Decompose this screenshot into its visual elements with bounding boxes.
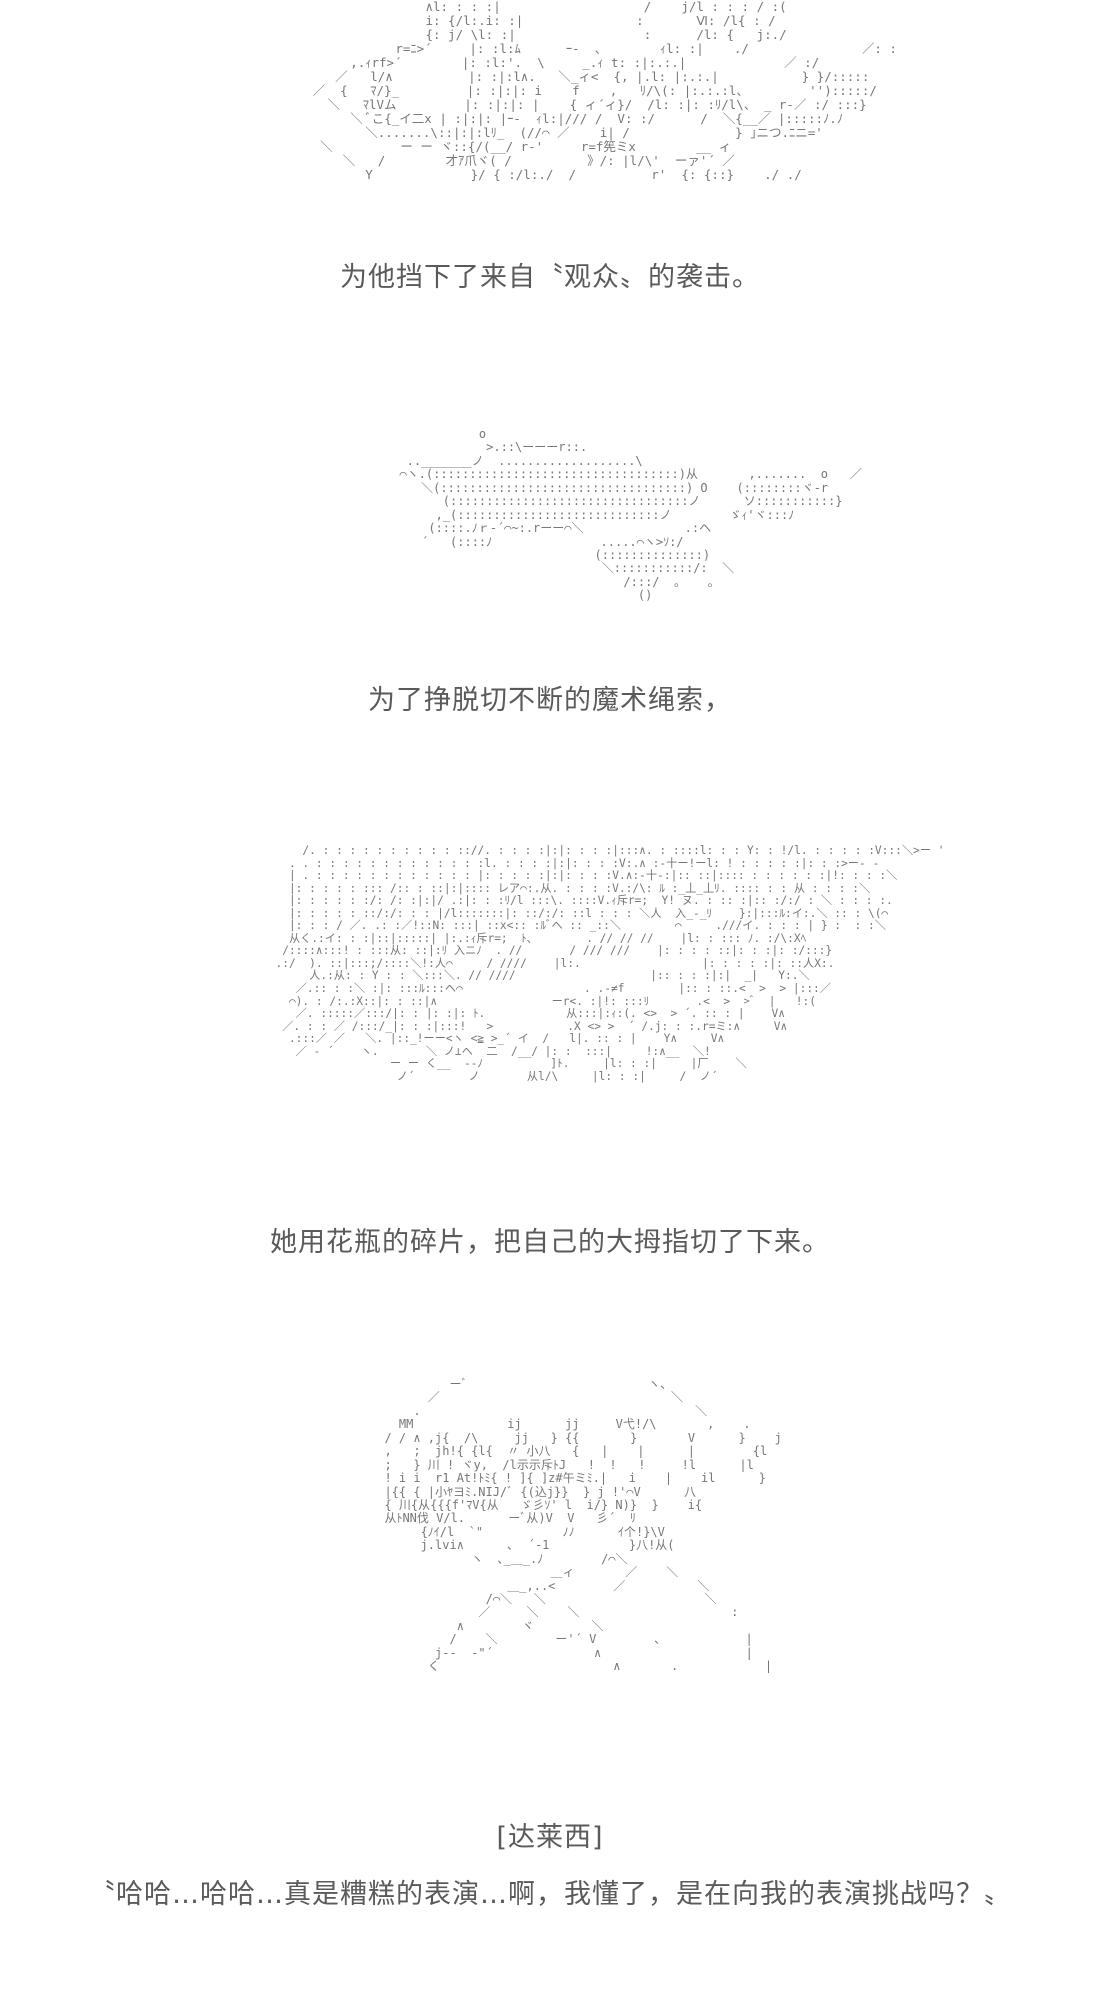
ascii-art-panel-2: o >.::\ーーーr::. .._______ノ ..............… — [399, 427, 862, 603]
ascii-art-panel-3: /. : : : : : : : : : : :://. : : : :|:|:… — [275, 844, 945, 1083]
caption-panel-2: 为了挣脱切不断的魔术绳索， — [368, 685, 732, 716]
caption-panel-3: 她用花瓶的碎片，把自己的大拇指切了下来。 — [270, 1227, 830, 1258]
ascii-art-panel-4: ーﾞ ヽ、 ／ ＼ . ＼ MM ij jj V弋!/\ , . / / ∧ ,… — [384, 1377, 782, 1674]
ascii-art-panel-1: ∧l: : : :| / j/l : : : / :( i: {/l:.i: :… — [312, 0, 897, 182]
caption-panel-1: 为他挡下了来自〝观众〟的袭击。 — [340, 262, 760, 293]
speaker-name: [达莱西] — [496, 1822, 604, 1853]
dialogue-line: 〝哈哈…哈哈…真是糟糕的表演…啊，我懂了，是在向我的表演挑战吗？〟 — [88, 1879, 1012, 1910]
